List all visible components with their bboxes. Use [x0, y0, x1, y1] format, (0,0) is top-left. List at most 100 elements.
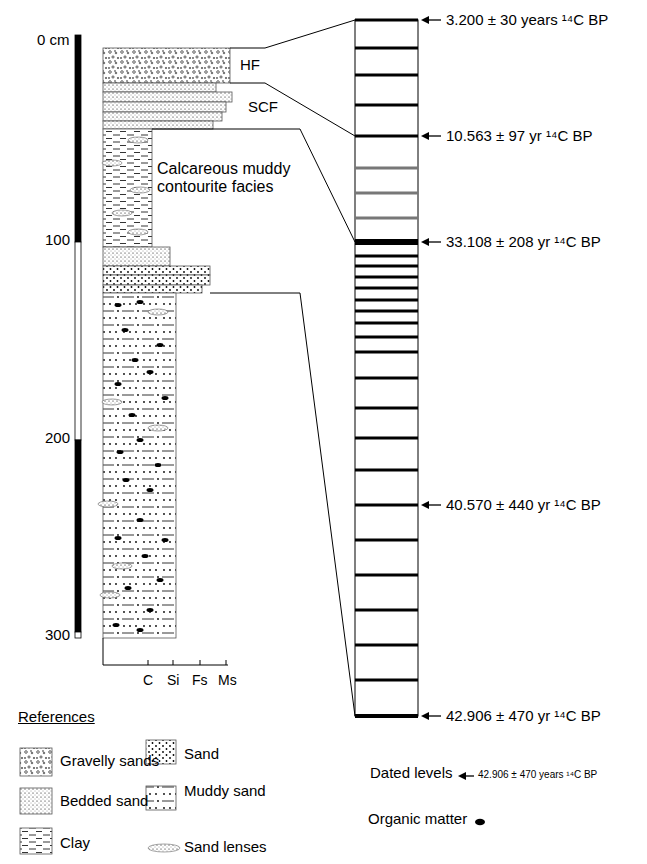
sand-lens	[130, 187, 150, 193]
organic-matter	[113, 623, 120, 627]
depth-scale-segment	[75, 632, 81, 638]
dated-level-bar	[355, 135, 418, 138]
sediment-bed	[103, 121, 213, 129]
dated-level-bar	[355, 609, 418, 612]
date-arrow-head	[421, 132, 429, 140]
organic-matter	[137, 518, 144, 522]
date-arrow	[427, 504, 441, 505]
dated-level-bar	[355, 167, 418, 170]
sediment-bed	[103, 293, 176, 638]
dated-level-bar	[355, 504, 418, 507]
organic-matter	[162, 538, 169, 542]
axis-tick	[200, 660, 201, 665]
dated-level-bar	[355, 644, 418, 647]
legend-sample	[475, 819, 485, 825]
dated-level-bar	[355, 377, 418, 380]
sediment-bed	[103, 247, 170, 266]
organic-matter	[142, 554, 149, 558]
dated-level-bar	[355, 74, 418, 77]
sand-lens	[148, 309, 168, 315]
correlation-line	[210, 293, 355, 716]
axis-tick	[226, 660, 227, 665]
legend-heading: References	[18, 708, 95, 725]
sediment-bed	[103, 83, 216, 92]
legend-sample	[20, 748, 52, 776]
legend-text: Dated levels	[370, 764, 453, 781]
dated-level-bar	[355, 407, 418, 410]
sediment-bed	[103, 266, 210, 275]
dated-level-bar	[355, 47, 418, 50]
organic-matter	[157, 343, 164, 347]
log-illustration	[20, 16, 485, 854]
sediment-bed	[103, 102, 226, 112]
dated-level-bar	[355, 255, 418, 258]
sand-lens	[112, 210, 132, 216]
sediment-bed	[103, 275, 210, 285]
axis-tick	[148, 660, 149, 665]
legend-sample	[20, 788, 52, 814]
organic-matter	[122, 328, 129, 332]
organic-matter	[162, 396, 169, 400]
grain-size-axis	[103, 638, 228, 665]
date-label: 33.108 ± 208 yr ¹⁴C BP	[446, 233, 601, 250]
dated-level-bar	[355, 469, 418, 472]
sand-lens	[102, 399, 122, 405]
unit-label: SCF	[248, 98, 278, 115]
organic-matter	[137, 300, 144, 304]
dated-level-bar	[355, 574, 418, 577]
dated-level-bar	[355, 539, 418, 542]
organic-matter	[115, 382, 122, 386]
dated-level-bar	[355, 336, 418, 339]
sediment-bed	[103, 285, 202, 293]
date-arrow-head	[421, 238, 429, 246]
organic-matter	[157, 578, 164, 582]
grain-size-label: Fs	[192, 672, 208, 688]
legend-text: Organic matter	[368, 810, 467, 827]
unit-label: HF	[240, 56, 260, 73]
axis-tick	[173, 660, 174, 665]
legend-text: Muddy sand	[184, 782, 266, 799]
grain-size-label: Ms	[218, 672, 237, 688]
sand-lens	[102, 160, 122, 166]
sediment-bed	[103, 112, 222, 121]
sand-lens	[100, 592, 120, 598]
dated-level-bar	[355, 239, 418, 245]
correlation-line	[230, 20, 355, 48]
organic-matter	[137, 628, 144, 632]
legend-example-date: 42.906 ± 470 years ¹⁴C BP	[478, 769, 597, 781]
dated-level-bar	[355, 287, 418, 290]
depth-label: 0 cm	[37, 31, 70, 48]
legend-text: Sand lenses	[184, 838, 267, 855]
date-arrow	[427, 19, 441, 20]
legend-sample	[20, 828, 52, 854]
dated-log-column	[355, 20, 418, 716]
legend-text: Gravelly sands	[60, 752, 159, 769]
depth-label: 100	[45, 231, 70, 248]
date-arrow	[427, 135, 441, 136]
correlation-line	[230, 83, 355, 136]
sand-lens	[98, 501, 118, 507]
date-arrow	[427, 715, 441, 716]
date-label: 40.570 ± 440 yr ¹⁴C BP	[446, 496, 601, 513]
depth-label: 200	[45, 429, 70, 446]
sand-lens	[128, 229, 148, 235]
sand-lens	[112, 563, 132, 569]
date-arrow-head	[421, 501, 429, 509]
organic-matter	[147, 608, 154, 612]
organic-matter	[123, 478, 130, 482]
legend-text: Bedded sand	[60, 792, 148, 809]
dated-level-bar	[355, 322, 418, 325]
depth-label: 300	[45, 626, 70, 643]
sand-lens	[148, 425, 168, 431]
organic-matter	[117, 450, 124, 454]
legend-sample	[148, 844, 180, 852]
sediment-bed	[103, 129, 152, 247]
dated-level-bar	[355, 679, 418, 682]
dated-level-bar	[355, 437, 418, 440]
dated-level-bar	[355, 19, 418, 22]
date-label: 3.200 ± 30 years ¹⁴C BP	[446, 11, 608, 28]
organic-matter	[155, 463, 162, 467]
dated-level-bar	[355, 265, 418, 268]
date-label: 10.563 ± 97 yr ¹⁴C BP	[446, 127, 592, 144]
